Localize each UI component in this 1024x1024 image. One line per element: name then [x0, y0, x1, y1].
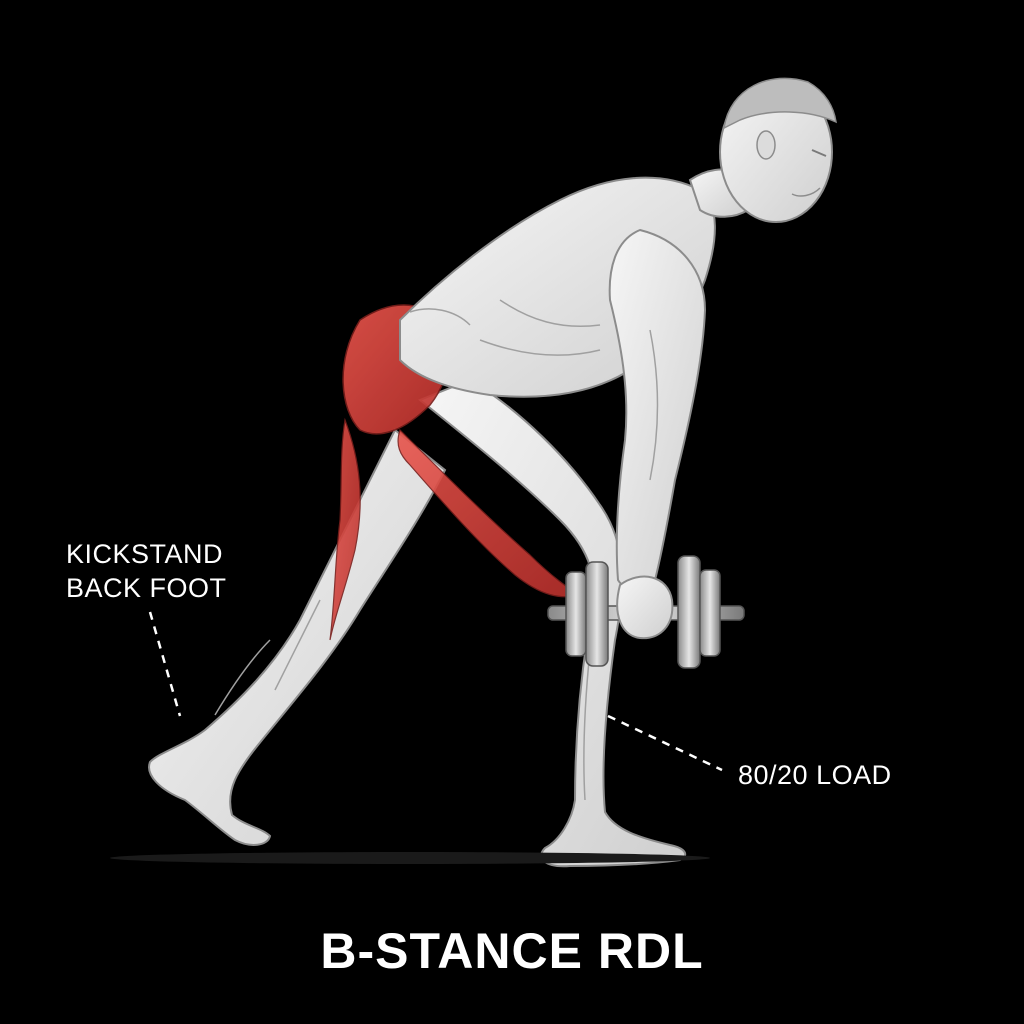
- ground-shadow: [110, 852, 710, 864]
- kickstand-annotation: KICKSTAND BACK FOOT: [66, 539, 227, 603]
- exercise-title: B-STANCE RDL: [320, 923, 704, 979]
- load-leader-line: [607, 714, 723, 772]
- load-annotation: 80/20 LOAD: [738, 760, 892, 790]
- kickstand-leader-line: [148, 611, 182, 717]
- back-leg: [148, 428, 447, 846]
- dumbbell-icon: [547, 555, 745, 669]
- arm: [608, 228, 707, 590]
- head: [688, 77, 837, 223]
